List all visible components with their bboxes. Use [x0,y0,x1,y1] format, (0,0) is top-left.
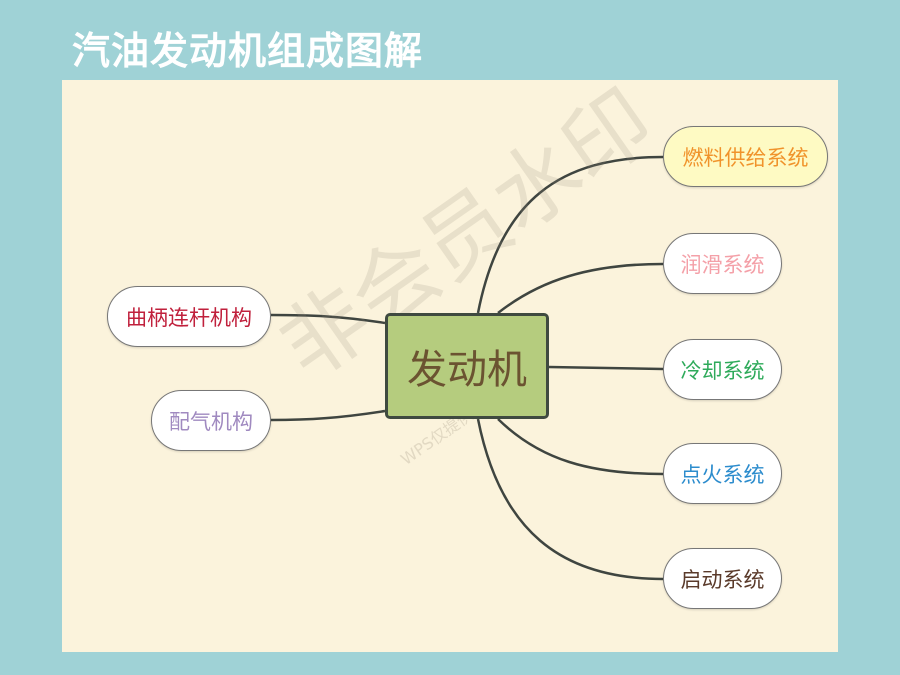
node-ignition-system[interactable]: 点火系统 [663,443,782,504]
connector-fuel [476,155,664,314]
center-node-engine[interactable]: 发动机 [385,313,549,419]
connector-ignition [497,418,664,476]
connector-cooling [548,365,664,371]
node-cooling-system[interactable]: 冷却系统 [663,339,782,400]
connector-valve [270,409,386,422]
node-valve-train[interactable]: 配气机构 [151,390,271,451]
connector-starting [476,418,664,581]
slide-title: 汽油发动机组成图解 [72,29,424,73]
node-starting-system[interactable]: 启动系统 [663,548,782,609]
node-lubrication-system[interactable]: 润滑系统 [663,233,782,294]
connector-crank [270,313,386,325]
node-fuel-supply-system[interactable]: 燃料供给系统 [663,126,828,187]
node-crank-linkage[interactable]: 曲柄连杆机构 [107,286,271,347]
connector-lubrication [497,262,664,314]
